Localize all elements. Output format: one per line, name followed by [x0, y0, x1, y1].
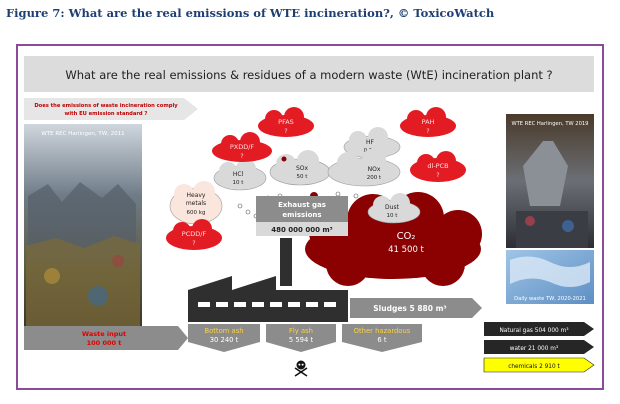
residue-other-hazardous: Other hazardous 6 t: [342, 324, 422, 352]
question-bar: [24, 98, 198, 120]
diagram: What are the real emissions & residues o…: [24, 56, 595, 377]
dl-pcb-label: dl-PCB: [427, 162, 448, 170]
dl-pcb-value: ?: [436, 172, 439, 179]
cloud-heavy-metals: Heavy metals 600 kg: [169, 181, 223, 225]
cloud-hf: HF 0,5 t: [343, 127, 401, 159]
nox-value: 200 t: [367, 175, 382, 181]
natural-gas-label: Natural gas 504 000 m³: [499, 327, 569, 334]
dust-label: Dust: [385, 204, 400, 211]
co2-value: 41 500 t: [388, 245, 424, 255]
cloud-hcl: HCl 10 t: [213, 159, 267, 191]
waste-input-label: Waste input: [82, 330, 126, 338]
heavy-metals-value: 600 kg: [187, 210, 206, 216]
hf-label: HF: [366, 139, 375, 146]
co2-label: CO₂: [397, 231, 416, 242]
cloud-sox: SOx 50 t: [269, 150, 331, 186]
pcdd-value: ?: [192, 240, 195, 247]
water-label: water 21 000 m³: [510, 345, 559, 352]
title-bar: [24, 56, 594, 92]
cloud-dust: Dust 10 t: [367, 193, 421, 224]
pfas-label: PFAS: [278, 118, 294, 126]
cloud-pah: PAH ?: [400, 107, 456, 137]
photo-right-bottom-label: Daily waste TW, 2020-2021: [514, 296, 586, 302]
dust-value: 10 t: [387, 213, 399, 219]
cloud-pfas: PFAS ?: [258, 107, 314, 137]
cloud-dl-pcb: dl-PCB ?: [410, 151, 466, 182]
pah-label: PAH: [422, 118, 435, 126]
heavy-metals-label-2: metals: [186, 200, 206, 207]
input-natural-gas: Natural gas 504 000 m³: [484, 322, 594, 336]
photo-right-bottom: Daily waste TW, 2020-2021: [506, 250, 594, 304]
photo-left: WTE REC Harlingen, TW, 2011: [24, 124, 142, 328]
nox-label: NOx: [368, 166, 381, 173]
figure-frame: What are the real emissions & residues o…: [16, 44, 604, 390]
hcl-value: 10 t: [233, 180, 245, 186]
sludges-label: Sludges 5 880 m³: [373, 304, 446, 313]
cloud-nox: NOx 200 t: [327, 148, 401, 187]
waste-input-arrow: [24, 326, 188, 350]
pxdd-value: ?: [240, 153, 243, 160]
fly-ash-label: Fly ash: [289, 327, 313, 335]
exhaust-label-2: emissions: [282, 211, 321, 219]
pcdd-label: PCDD/F: [182, 230, 207, 238]
residue-fly-ash: Fly ash 5 594 t: [266, 324, 336, 352]
question-line-1: Does the emissions of waste incineration…: [34, 103, 178, 109]
sox-label: SOx: [296, 165, 309, 172]
skull-crossbones-icon: [294, 360, 308, 377]
bottom-ash-label: Bottom ash: [204, 327, 243, 335]
other-hazardous-value: 6 t: [377, 336, 386, 344]
co2-cloud: CO₂ 41 500 t: [305, 192, 482, 286]
input-water: water 21 000 m³: [484, 340, 594, 354]
bottom-ash-value: 30 240 t: [210, 336, 239, 344]
exhaust-label-1: Exhaust gas: [278, 201, 326, 209]
cloud-pcdd: PCDD/F ?: [166, 219, 222, 250]
photo-right-top-label: WTE REC Harlingen, TW 2019: [512, 121, 589, 127]
pfas-value: ?: [284, 128, 287, 135]
pxdd-label: PXDD/F: [230, 143, 255, 151]
chemicals-label: chemicals 2 910 t: [508, 364, 560, 370]
cloud-pxdd: PXDD/F ?: [212, 132, 272, 162]
diagram-title: What are the real emissions & residues o…: [65, 68, 552, 82]
residue-bottom-ash: Bottom ash 30 240 t: [188, 324, 260, 352]
other-hazardous-label: Other hazardous: [354, 327, 411, 335]
sludges-arrow: [350, 298, 482, 318]
hcl-label: HCl: [233, 171, 244, 178]
waste-input-value: 100 000 t: [87, 339, 122, 347]
question-line-2: with EU emission standard ?: [65, 111, 148, 117]
pah-value: ?: [426, 128, 429, 135]
heavy-metals-label-1: Heavy: [187, 192, 206, 199]
fly-ash-value: 5 594 t: [289, 336, 314, 344]
photo-left-label: WTE REC Harlingen, TW, 2011: [41, 131, 124, 137]
photo-right-top: WTE REC Harlingen, TW 2019: [506, 114, 594, 248]
exhaust-value: 480 000 000 m³: [271, 226, 333, 234]
input-chemicals: chemicals 2 910 t: [483, 357, 595, 373]
exhaust-box: Exhaust gas emissions 480 000 000 m³: [256, 196, 348, 236]
figure-caption: Figure 7: What are the real emissions of…: [6, 6, 495, 20]
factory-icon: [188, 238, 348, 322]
sox-value: 50 t: [297, 174, 309, 180]
